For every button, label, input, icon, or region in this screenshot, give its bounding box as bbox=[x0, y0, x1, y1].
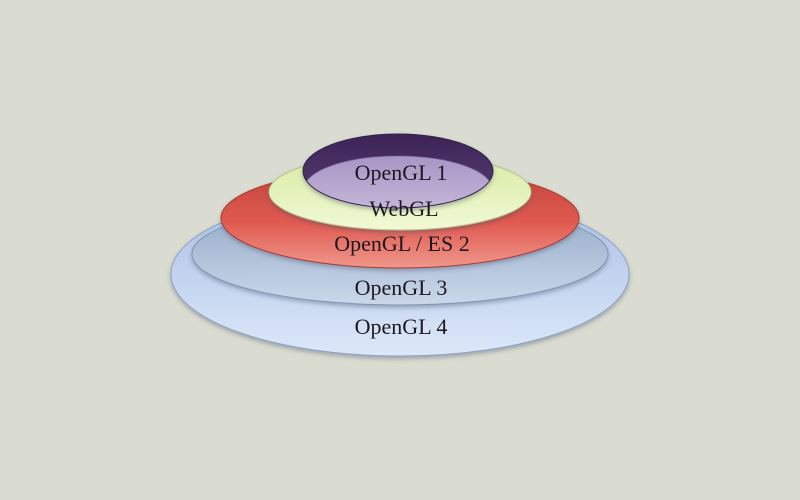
layer-label-webgl: WebGL bbox=[369, 196, 438, 221]
label-group: OpenGL 1 WebGL OpenGL / ES 2 OpenGL 3 OpenGL… bbox=[334, 160, 469, 339]
layer-label-opengl-1: OpenGL 1 bbox=[355, 160, 448, 185]
layer-label-opengl-3: OpenGL 3 bbox=[355, 275, 448, 300]
layer-label-opengl-4: OpenGL 4 bbox=[355, 314, 448, 339]
layer-group bbox=[170, 133, 630, 357]
layer-label-opengl-es-2: OpenGL / ES 2 bbox=[334, 231, 469, 256]
